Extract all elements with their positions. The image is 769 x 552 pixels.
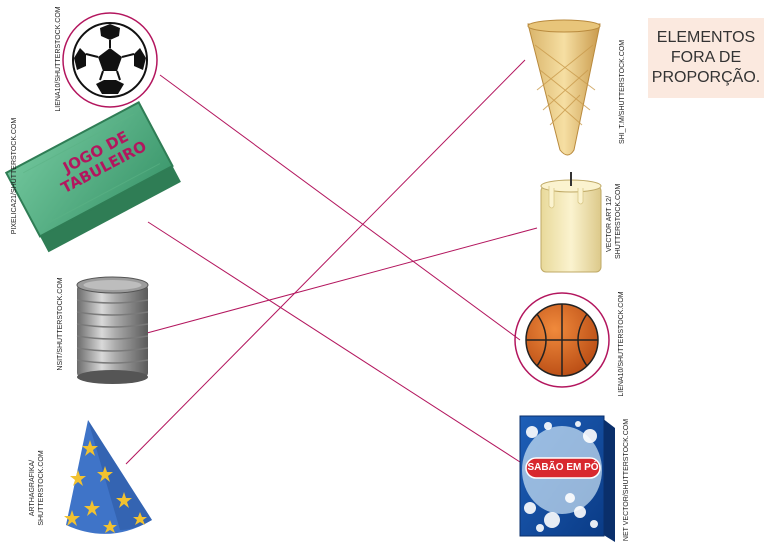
credit-cone: SHI_T.M/SHUTTERSTOCK.COM [619,44,627,144]
line-hat-to-cone [126,60,525,464]
ice-cream-cone-icon [528,20,600,155]
credit-party-hat-line2: SHUTTERSTOCK.COM [38,448,46,528]
soap-box-label: SABÃO EM PÓ [526,462,600,474]
party-hat-icon [64,420,152,534]
candle-item[interactable] [541,172,601,272]
party-hat-item[interactable] [64,420,152,534]
line-can-to-candle [147,228,537,333]
credit-candle-line2: SHUTTERSTOCK.COM [615,189,623,259]
credit-can: NSIT/SHUTTERSTOCK.COM [57,276,65,372]
tin-can-item[interactable] [77,277,148,384]
credit-soap: NET VECTOR/SHUTTERSTOCK.COM [623,418,631,542]
connection-lines [126,60,537,464]
credit-soccer: LIENA10/SHUTTERSTOCK.COM [55,4,63,114]
proportion-note: ELEMENTOS FORA DE PROPORÇÃO. [648,18,764,98]
line-soccer-to-basketball [160,75,520,340]
soap-box-item[interactable] [520,416,615,542]
basketball-item[interactable] [515,293,609,387]
tin-can-icon [77,277,148,384]
soccer-ball-icon [73,23,147,97]
proportion-note-text: ELEMENTOS FORA DE PROPORÇÃO. [652,28,760,88]
line-boardgame-to-soap [148,222,520,462]
basketball-icon [526,304,598,376]
ice-cream-cone-item[interactable] [528,20,600,155]
credit-party-hat-line1: ARTHAGRAFIKA/ [29,448,37,528]
soap-box-icon [520,416,615,542]
soccer-ball-item[interactable] [63,13,157,107]
credit-basketball: LIENA10/SHUTTERSTOCK.COM [618,289,626,399]
credit-board-game: PIXELICA21/SHUTTERSTOCK.COM [11,106,19,246]
credit-candle-line1: VECTOR ART 12/ [606,189,614,259]
candle-icon [541,172,601,272]
